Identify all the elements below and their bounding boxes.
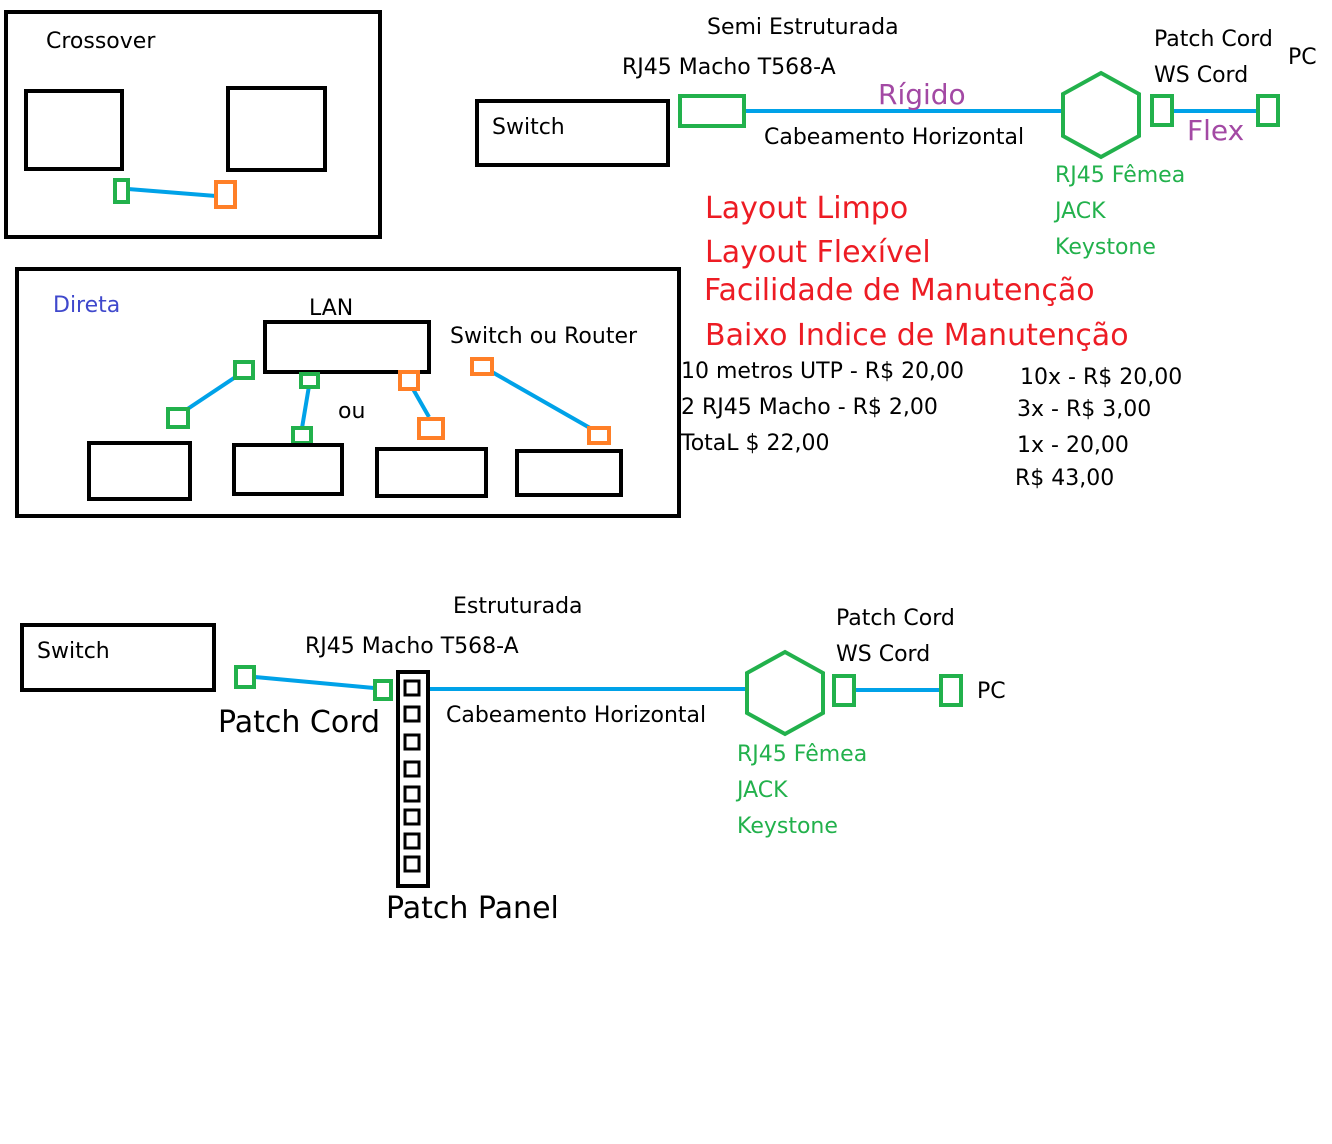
patch-panel-port-7 [403,832,421,850]
semi-title: Semi Estruturada [707,15,899,40]
patch-panel-port-6 [403,808,421,826]
estruturada-rj45-macho-label: RJ45 Macho T568-A [305,634,519,659]
layout-note-2: Layout Flexível [705,235,931,270]
crossover-panel: Crossover [4,10,382,239]
lan-device [263,320,431,374]
estruturada-patch-cord-label: Patch Cord [836,606,955,631]
direta-device-1 [87,441,192,501]
cost-left-1: 10 metros UTP - R$ 20,00 [681,359,964,384]
crossover-title: Crossover [46,29,156,54]
estruturada-femea-line-2: JACK [735,778,788,803]
crossover-device-left [24,89,124,171]
cost-list-left: 10 metros UTP - R$ 20,00 2 RJ45 Macho - … [680,359,964,456]
direta-connector-green-3 [299,372,320,389]
semi-estruturada-diagram: Semi Estruturada RJ45 Macho T568-A Switc… [475,15,1317,260]
ou-label: ou [338,399,365,424]
estruturada-switch-label: Switch [37,639,110,664]
layout-note-4: Baixo Indice de Manutenção [705,318,1129,353]
direta-cable-3 [411,388,431,418]
direta-title: Direta [53,293,120,318]
rigido-label: Rígido [878,78,966,111]
direta-device-3 [375,447,488,498]
estruturada-patch-cord-left-label: Patch Cord [218,705,380,740]
flex-label: Flex [1187,114,1244,147]
estruturada-patch-connector-right [373,679,393,701]
layout-notes: Layout Limpo Layout Flexível Facilidade … [704,191,1129,353]
semi-pc-label: PC [1288,45,1317,70]
patch-panel-port-5 [403,785,421,803]
cost-right-4: R$ 43,00 [1015,466,1114,491]
estruturada-ws-cord-label: WS Cord [836,642,930,667]
direta-device-4 [515,449,623,497]
patch-panel-label: Patch Panel [386,891,559,926]
semi-keystone-jack-hexagon [1061,70,1141,160]
crossover-device-right [226,86,327,172]
estruturada-femea-line-3: Keystone [737,814,838,839]
cost-right-1: 10x - R$ 20,00 [1020,365,1182,390]
direta-connector-green-1 [166,407,190,429]
crossover-connector-green [113,178,130,204]
semi-ws-cord-label: WS Cord [1154,63,1248,88]
semi-femea-line-1: RJ45 Fêmea [1055,163,1185,188]
estruturada-title: Estruturada [453,594,583,619]
patch-panel-port-4 [403,760,421,778]
lan-label: LAN [309,296,353,321]
cost-right-2: 3x - R$ 3,00 [1017,397,1151,422]
estruturada-cabeamento-label: Cabeamento Horizontal [446,703,706,728]
semi-patch-connector-left [1150,94,1174,127]
direta-cable-2 [300,385,311,429]
crossover-frame [4,10,382,239]
crossover-connector-orange [214,180,237,209]
semi-cabeamento-label: Cabeamento Horizontal [764,125,1024,150]
direta-connector-orange-1 [398,370,420,391]
patch-panel-frame [396,670,430,888]
cost-list-right: 10x - R$ 20,00 3x - R$ 3,00 1x - 20,00 R… [1015,365,1182,491]
layout-note-3: Facilidade de Manutenção [704,273,1095,308]
estruturada-patch-connector-jack-side [832,674,856,707]
semi-rj45-macho-label: RJ45 Macho T568-A [622,55,836,80]
semi-femea-line-2: JACK [1053,199,1106,224]
direta-connector-orange-4 [587,426,611,445]
layout-note-1: Layout Limpo [705,191,908,226]
direta-device-2 [232,443,344,496]
patch-panel-port-1 [403,679,421,697]
semi-femea-line-3: Keystone [1055,235,1156,260]
estruturada-keystone-jack-hexagon [745,649,825,737]
patch-panel-port-8 [403,855,421,873]
semi-switch-box [475,99,670,167]
estruturada-patch-connector-pc-side [939,674,963,707]
direta-connector-orange-3 [470,357,494,376]
direta-cable-4 [491,370,591,430]
direta-connector-orange-2 [417,417,445,440]
patch-panel-port-3 [403,733,421,751]
direta-panel: Direta LAN Switch ou Router ou [15,267,681,518]
estruturada-femea-line-1: RJ45 Fêmea [737,742,867,767]
semi-patch-cord-label: Patch Cord [1154,27,1273,52]
semi-patch-connector-right [1256,94,1280,127]
estruturada-pc-label: PC [977,679,1006,704]
direta-connector-green-2 [233,360,255,380]
crossover-cable [127,187,217,198]
cost-left-2: 2 RJ45 Macho - R$ 2,00 [681,395,938,420]
switch-router-label: Switch ou Router [450,324,638,349]
direta-cable-1 [184,374,239,412]
estruturada-patch-cable [254,675,375,690]
cost-right-3: 1x - 20,00 [1017,433,1129,458]
cost-left-3: TotaL $ 22,00 [680,431,830,456]
estruturada-patch-connector-left [234,665,256,689]
patch-panel-port-2 [403,705,421,723]
semi-switch-label: Switch [492,115,565,140]
semi-rj45-connector [678,94,746,128]
direta-connector-green-4 [291,426,313,445]
estruturada-diagram: Estruturada RJ45 Macho T568-A Switch Pat… [20,594,1006,926]
patch-panel [396,670,430,888]
estruturada-switch-box [20,623,216,692]
direta-frame [15,267,681,518]
